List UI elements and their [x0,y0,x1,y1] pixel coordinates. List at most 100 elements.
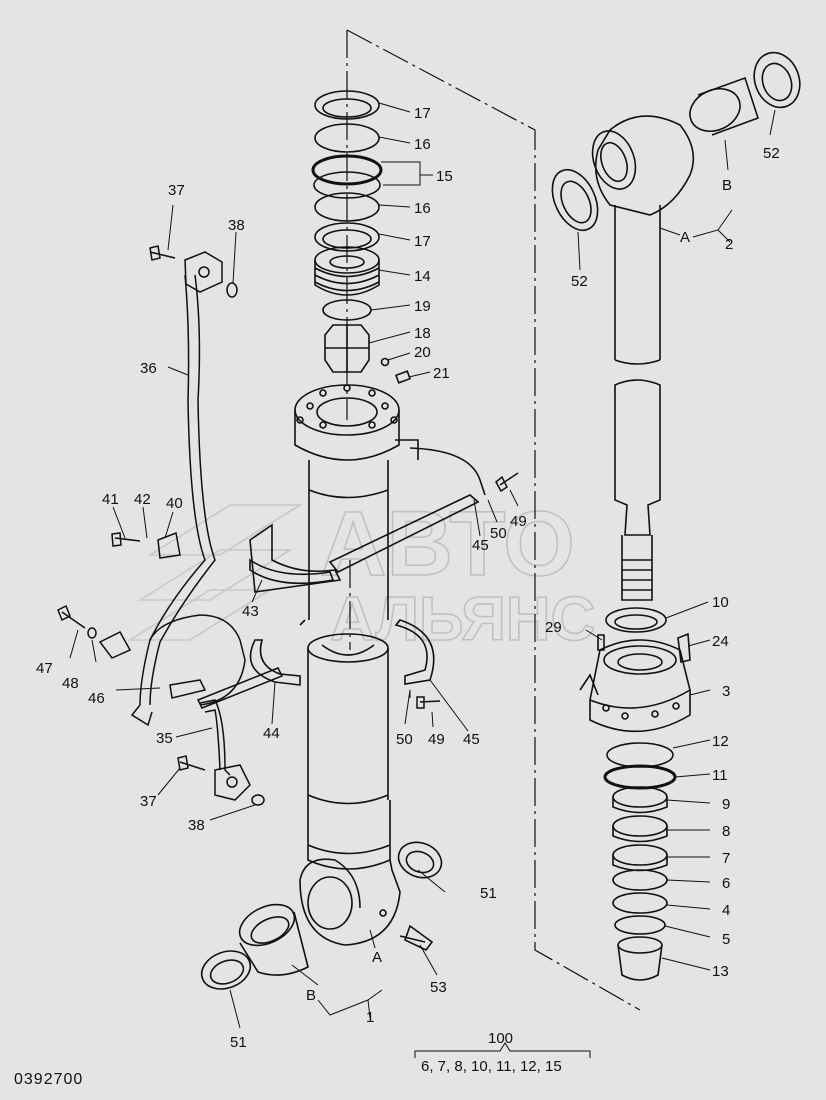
callout: 50 [490,525,507,542]
callout: 8 [722,823,730,840]
flanges-bolts [57,245,519,806]
bolt-37-upper [149,245,176,261]
callout: 37 [140,793,157,810]
callout-labels: 17 16 15 16 17 14 19 18 20 21 37 38 36 4… [36,105,780,1051]
oring-38-upper [226,282,238,298]
callout: 1 [366,1009,374,1026]
watermark-line2: АЛЬЯНС [330,585,595,654]
callout: 40 [166,495,183,512]
callout: 43 [242,603,259,620]
callout: 41 [102,491,119,508]
callout: 38 [188,817,205,834]
callout: 51 [230,1034,247,1051]
callout: 13 [712,963,729,980]
pipe-36 [139,274,206,706]
flange-lower [214,764,251,801]
callout: 4 [722,902,730,919]
callout: 12 [712,733,729,750]
bolt-24 [677,632,691,663]
ring-12 [606,742,674,768]
clamp-45-upper [395,439,486,496]
pipe-clamps [249,439,486,686]
callout: 36 [140,360,157,377]
watermark-line1: АВТО [320,493,575,595]
callout: 17 [414,105,431,122]
seal-52-upper [753,51,801,109]
callout: 24 [712,633,729,650]
ring-5 [614,915,666,935]
callout: 46 [88,690,105,707]
ring-8 [612,815,668,837]
callout: 16 [414,136,431,153]
ring-6 [612,869,668,891]
kit-contents: 6, 7, 8, 10, 11, 12, 15 [421,1058,562,1075]
oring-11 [603,764,677,790]
callout: 19 [414,298,431,315]
callout: 14 [414,268,431,285]
callout: 48 [62,675,79,692]
drawing-code: 0392700 [14,1071,83,1088]
callout: 15 [436,168,453,185]
ball-20 [380,357,390,367]
callout: 21 [433,365,450,382]
nut-18 [324,324,370,373]
callout: A [680,229,690,246]
lower-bushing [200,841,443,990]
callout: 6 [722,875,730,892]
centerlines [346,29,641,1011]
callout: 42 [134,491,151,508]
callout: 18 [414,325,431,342]
callout: 45 [472,537,489,554]
washer-48 [87,627,97,639]
seal-15 [311,154,383,186]
callout: 47 [36,660,53,677]
seal-51-right [397,841,443,879]
cylinder-head [294,384,400,620]
callout: 37 [168,182,185,199]
callout: 16 [414,200,431,217]
callout: B [722,177,732,194]
hydraulic-pipes [98,274,284,776]
callout: 51 [480,885,497,902]
seal-stack [311,90,412,384]
bracket-46 [98,631,132,659]
flange-upper [184,251,223,293]
ring-9 [612,786,668,808]
callout: 9 [722,796,730,813]
bracket-40 [157,531,181,559]
grease-fitting-53 [399,924,434,952]
watermark-logo: АВТО АЛЬЯНС [127,492,596,655]
piston-rod [614,379,661,536]
callout: 49 [428,731,445,748]
seal-16-upper [314,123,380,153]
bushing-13 [617,936,663,954]
callout: 20 [414,344,431,361]
bolt-41 [111,532,141,547]
oring-38-lower [251,794,265,806]
callout: 52 [763,145,780,162]
callout: 17 [414,233,431,250]
gland-stack [579,607,691,981]
screw-21 [394,370,412,384]
seal-51-left [200,950,252,990]
kit-number: 100 [488,1030,513,1047]
clamp-43 [249,558,335,585]
fitting-29 [597,634,605,651]
callout: B [306,987,316,1004]
clamp-45-lower [394,619,435,685]
ring-7 [612,844,668,866]
cylinder-tube [299,633,434,952]
bolt-47 [57,604,86,629]
kit-bracket [414,1042,591,1058]
piston-14 [314,260,380,296]
callout: 52 [571,273,588,290]
seal-17-upper [314,90,380,120]
callout: 44 [263,725,280,742]
callout: 38 [228,217,245,234]
callout: 3 [722,683,730,700]
rod-eye [551,51,801,601]
callout: 35 [156,730,173,747]
clamp-44 [249,639,301,686]
